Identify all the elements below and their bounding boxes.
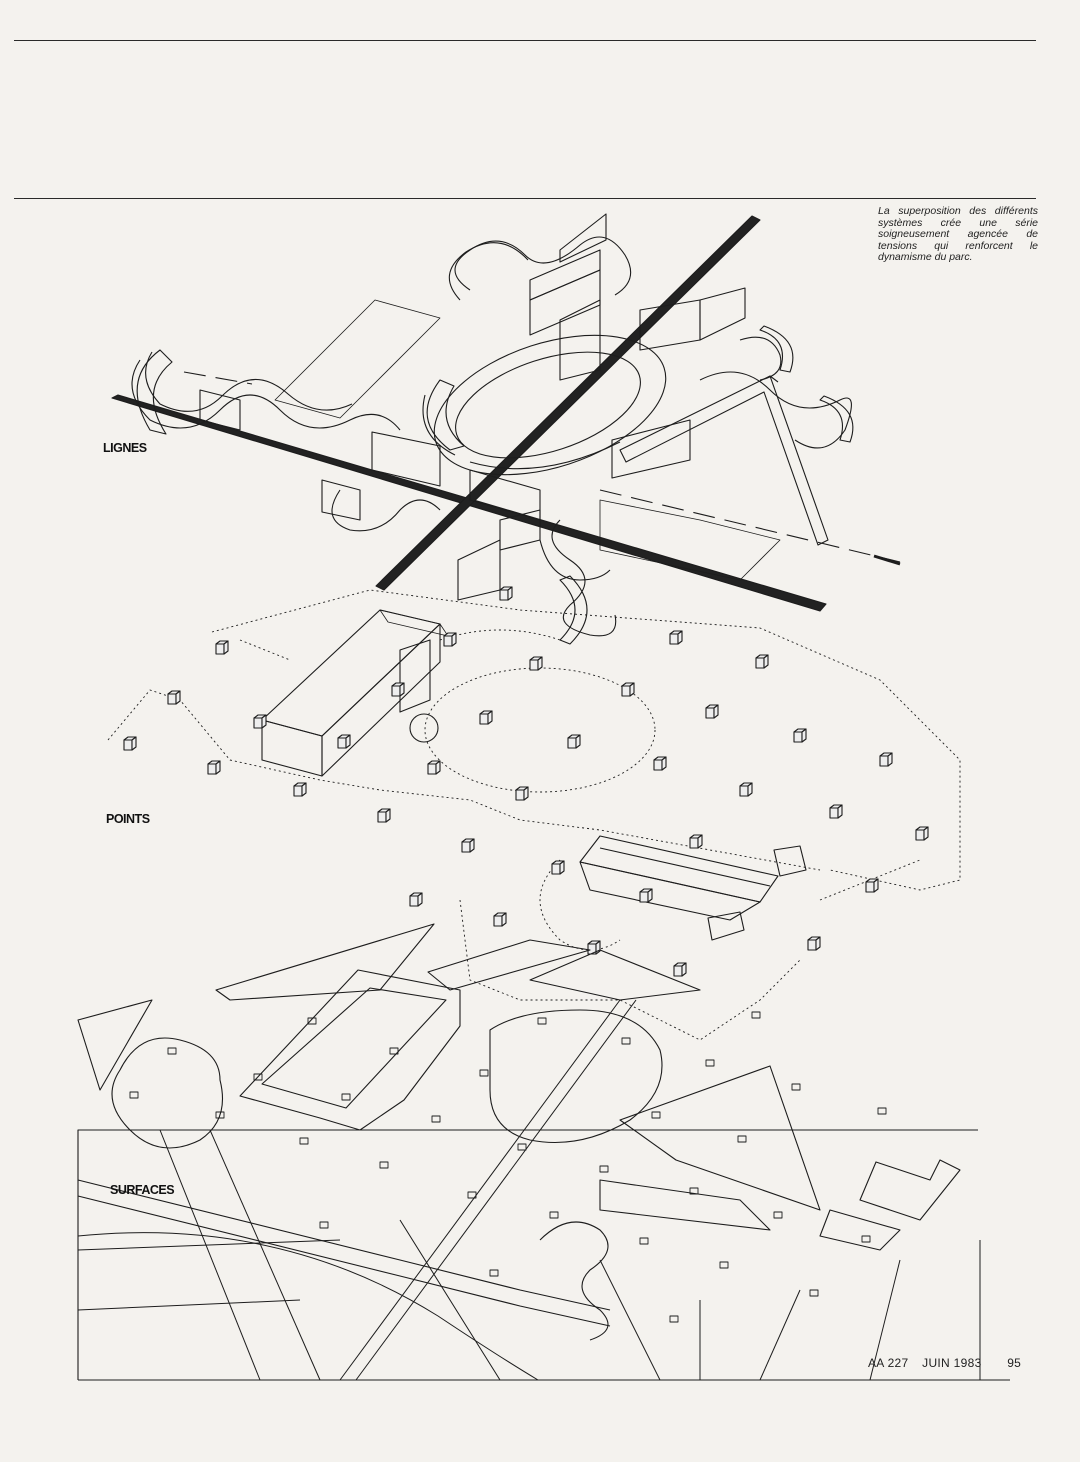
promenade-ribbon-south	[551, 519, 617, 637]
folie-cube	[705, 704, 719, 719]
folie-cube	[515, 786, 529, 801]
crescent-west	[136, 349, 173, 435]
surfaces-frame	[77, 1129, 978, 1380]
surface-plot-nw	[215, 923, 435, 1001]
surface-museum-inner	[261, 987, 447, 1109]
surface-curved-plot-south	[539, 1221, 609, 1341]
surface-wedge-west	[77, 999, 153, 1091]
central-ring-wall	[422, 394, 621, 470]
surface-canal-ribbon	[77, 1179, 611, 1311]
folie-cube	[123, 736, 137, 751]
layer-label-points: POINTS	[106, 812, 150, 826]
folie-cube	[215, 640, 229, 655]
folie-cube	[653, 756, 667, 771]
surface-triangle-east	[619, 1065, 821, 1211]
crescent-center	[426, 379, 465, 451]
building-museum	[261, 609, 449, 777]
folie-cube	[293, 782, 307, 797]
crescent-ne	[759, 325, 794, 373]
surface-hall-plot	[599, 1179, 771, 1231]
building-great-hall	[579, 835, 807, 941]
surface-markers	[129, 1011, 887, 1323]
follies	[123, 586, 929, 977]
figure-caption: La superposition des différents systèmes…	[878, 205, 1038, 263]
folie-cube	[207, 760, 221, 775]
lignes-layer	[111, 213, 901, 645]
wall-blocks	[199, 213, 746, 601]
layer-label-surfaces: SURFACES	[110, 1183, 175, 1197]
promenade-ribbon-west	[131, 359, 401, 431]
central-ring-outer	[433, 334, 667, 476]
surface-curved-plot-west	[111, 1037, 224, 1149]
points-rotunda	[409, 713, 439, 743]
promenade-ribbon-east-edge	[739, 336, 782, 381]
folie-cube	[409, 892, 423, 907]
page-footer: AA 227 JUIN 1983 95	[868, 1356, 1021, 1370]
surface-street-grid	[77, 999, 981, 1381]
surface-plot-ne	[529, 949, 701, 1001]
surface-museum-plot	[239, 969, 461, 1131]
folie-cube	[865, 878, 879, 893]
folie-cube	[337, 734, 351, 749]
folie-cube	[499, 586, 513, 601]
triangle-frame	[619, 375, 829, 546]
folie-cube	[669, 630, 683, 645]
ghost-rect-east	[599, 499, 781, 581]
folie-cube	[829, 804, 843, 819]
promenade-ribbon-south-edge	[539, 539, 611, 581]
top-rule	[14, 40, 1036, 41]
surface-central-lawn	[489, 1009, 663, 1144]
promenade-ribbon-north-edge	[448, 242, 529, 301]
header-rule	[14, 198, 1036, 199]
central-ring-inner	[455, 351, 641, 459]
surface-l-east	[859, 1159, 961, 1221]
folie-cube	[807, 936, 821, 951]
folie-cube	[567, 734, 581, 749]
folie-cube	[461, 838, 475, 853]
folie-cube	[879, 752, 893, 767]
folie-cube	[443, 632, 457, 647]
promenade-ribbon-sw	[331, 489, 441, 532]
crescent-south	[559, 575, 588, 645]
folie-cube	[673, 962, 687, 977]
folie-cube	[639, 888, 653, 903]
surface-plot-n	[427, 939, 591, 991]
folie-cube	[587, 940, 601, 955]
surface-canal-ribbon-2	[77, 1195, 611, 1327]
dashed-axis-lines	[183, 371, 901, 563]
issue-date: JUIN 1983	[922, 1356, 982, 1370]
surface-plot-se	[819, 1209, 901, 1251]
crescent-ne2	[819, 395, 854, 443]
folie-cube	[253, 714, 267, 729]
folie-cube	[377, 808, 391, 823]
surfaces-layer	[77, 923, 1010, 1381]
folie-cube	[493, 912, 507, 927]
folie-cube	[167, 690, 181, 705]
folie-cube	[551, 860, 565, 875]
folie-cube	[621, 682, 635, 697]
folie-cube	[479, 710, 493, 725]
folie-cube	[755, 654, 769, 669]
folie-cube	[529, 656, 543, 671]
folie-cube	[793, 728, 807, 743]
page-number: 95	[1007, 1356, 1022, 1370]
promenade-ribbon-west-edge	[145, 351, 353, 412]
promenade-ribbon-east	[699, 371, 852, 449]
layer-label-lignes: LIGNES	[103, 441, 147, 455]
points-layer	[107, 586, 961, 1041]
folie-cube	[391, 682, 405, 697]
folie-cube	[689, 834, 703, 849]
promenade-ribbon-north	[454, 236, 632, 296]
gallery-axis-north-south	[375, 215, 761, 591]
folie-cube	[427, 760, 441, 775]
ghost-rect-north	[274, 299, 441, 419]
journal-issue: AA 227	[868, 1356, 909, 1370]
folie-cube	[915, 826, 929, 841]
folie-cube	[739, 782, 753, 797]
